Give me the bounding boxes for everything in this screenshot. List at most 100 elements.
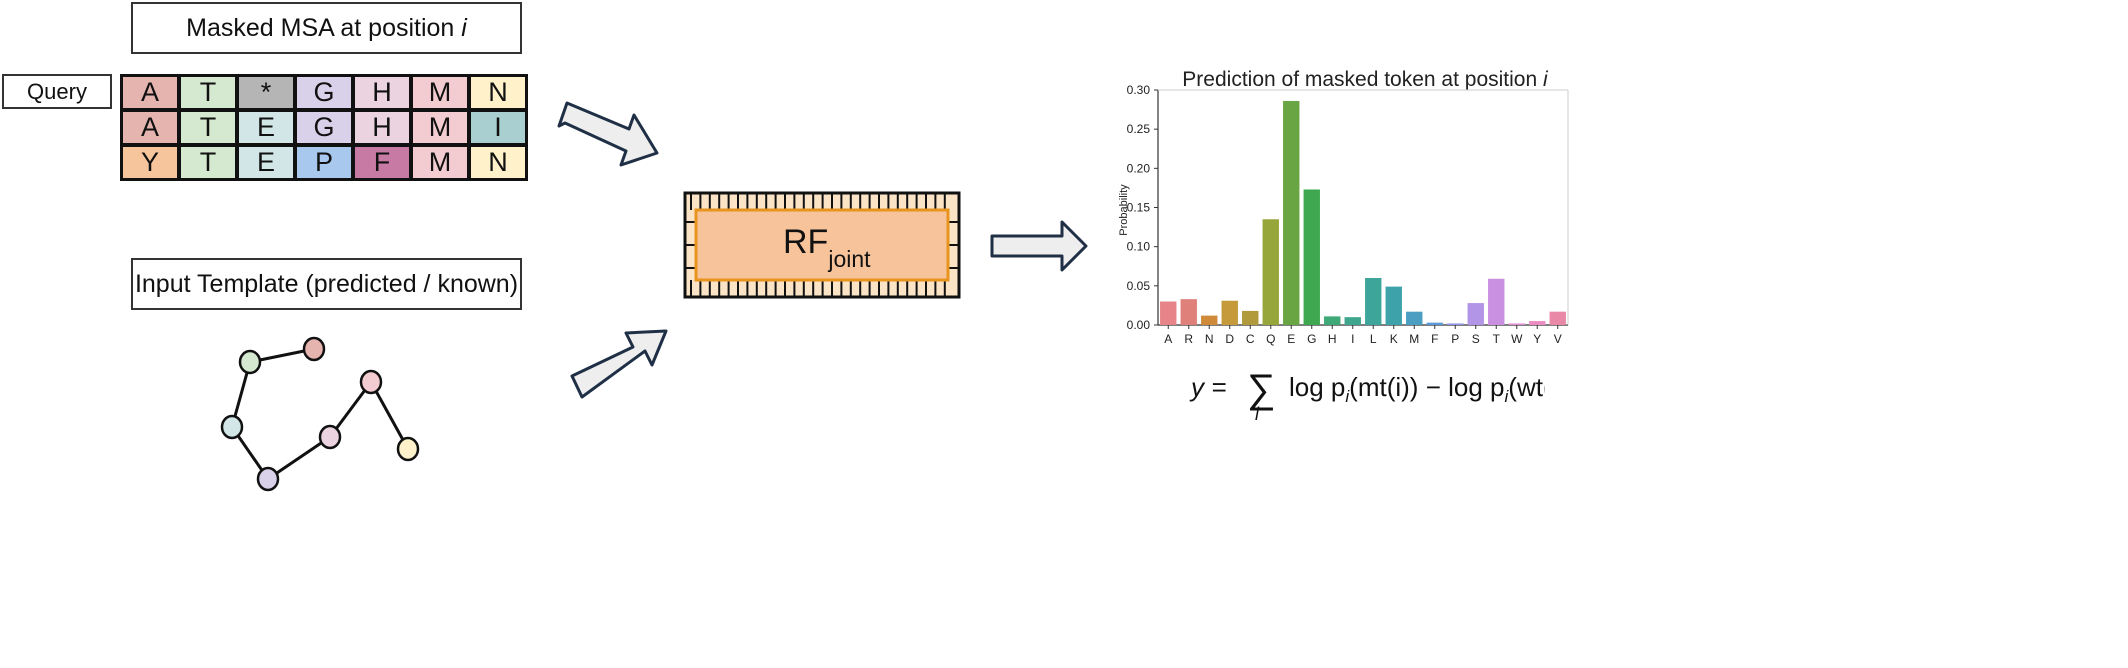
formula-sum-sub: i — [1255, 404, 1260, 424]
chart-ylabel: Probability — [1118, 184, 1130, 236]
msa-cell-r0-c2: * — [236, 74, 296, 111]
msa-cell-r2-c6: N — [468, 144, 528, 181]
chart-xtick-label: S — [1472, 332, 1480, 346]
chart-bar-W — [1508, 323, 1525, 325]
arrow-rf-to-chart — [990, 220, 1088, 272]
svg-text:log pi(mt(i)) − log pi(wt(i)): log pi(mt(i)) − log pi(wt(i)) — [1289, 372, 1545, 406]
chart-xtick-label: N — [1205, 332, 1214, 346]
chart-ytick-label: 0.10 — [1127, 240, 1151, 254]
chart-xtick-label: R — [1184, 332, 1193, 346]
arrow-template-to-rf — [570, 329, 668, 399]
chart-bar-C — [1242, 310, 1259, 325]
chart-ytick-label: 0.30 — [1127, 83, 1151, 97]
chart-bar-G — [1303, 189, 1320, 325]
score-formula: y = ∑ i log pi(mt(i)) − log pi(wt(i)) — [1189, 367, 1545, 424]
formula-term-a-sub: i — [1345, 387, 1350, 406]
chart-xtick-label: F — [1431, 332, 1438, 346]
graph-node-5 — [359, 369, 383, 395]
formula-sum: ∑ — [1247, 367, 1276, 411]
prediction-chart: Prediction of masked token at position i… — [1118, 68, 1569, 346]
rf-label: RFjoint — [783, 223, 871, 272]
chart-ytick-label: 0.00 — [1127, 318, 1151, 332]
formula-term-a-arg: (mt(i)) — [1349, 372, 1418, 402]
chart-bar-Y — [1529, 321, 1546, 325]
msa-cell-r0-c3: G — [294, 74, 354, 111]
chart-ytick-label: 0.20 — [1127, 161, 1151, 175]
query-label-box: Query — [2, 74, 112, 109]
chart-bar-D — [1221, 300, 1238, 325]
msa-cell-r1-c0: A — [120, 109, 180, 146]
msa-header-box: Masked MSA at position i — [131, 2, 522, 54]
chart-ytick-label: 0.25 — [1127, 122, 1151, 136]
chart-xtick-label: C — [1246, 332, 1255, 346]
graph-edge-3 — [267, 435, 331, 481]
query-label: Query — [27, 78, 87, 104]
chart-bar-M — [1406, 311, 1423, 325]
msa-cell-r1-c3: G — [294, 109, 354, 146]
chart-xtick-label: K — [1390, 332, 1398, 346]
template-header-label: Input Template (predicted / known) — [134, 269, 519, 298]
chart-bar-A — [1160, 301, 1177, 325]
chart-xtick-label: G — [1307, 332, 1316, 346]
chart-xtick-label: D — [1225, 332, 1234, 346]
chart-bar-N — [1201, 315, 1218, 325]
chart-bar-I — [1344, 317, 1361, 325]
chart-bar-E — [1283, 100, 1300, 325]
chart-title-var: i — [1543, 68, 1549, 91]
svg-text:y =: y = — [1189, 372, 1226, 402]
chart-title: Prediction of masked token at position i — [1182, 68, 1549, 91]
chart-xtick-label: I — [1351, 332, 1354, 346]
chart-xtick-label: Q — [1266, 332, 1275, 346]
msa-cell-r1-c5: M — [410, 109, 470, 146]
chart-ytick-label: 0.15 — [1127, 201, 1151, 215]
chart-xtick-label: E — [1287, 332, 1295, 346]
template-header-box: Input Template (predicted / known) — [131, 258, 522, 310]
msa-cell-r2-c3: P — [294, 144, 354, 181]
arrow-msa-to-rf — [557, 101, 659, 167]
formula-term-b: log p — [1448, 372, 1504, 402]
rf-label-sub: joint — [827, 246, 871, 272]
chart-bar-R — [1180, 299, 1197, 325]
rf-core — [694, 208, 950, 282]
msa-cell-r0-c4: H — [352, 74, 412, 111]
chart-xtick-label: P — [1451, 332, 1459, 346]
chart-xtick-label: T — [1493, 332, 1501, 346]
chart-ytick-label: 0.05 — [1127, 279, 1151, 293]
chart-xtick-label: H — [1328, 332, 1337, 346]
chart-bar-Q — [1262, 219, 1279, 325]
graph-node-3 — [256, 466, 280, 492]
chart-xtick-label: M — [1409, 332, 1419, 346]
chart-bar-P — [1447, 323, 1464, 325]
chart-xtick-label: W — [1511, 332, 1523, 346]
formula-term-b-sub: i — [1505, 387, 1510, 406]
chart-xtick-label: A — [1164, 332, 1172, 346]
chart-xtick-label: V — [1554, 332, 1562, 346]
msa-cell-r0-c5: M — [410, 74, 470, 111]
msa-cell-r2-c0: Y — [120, 144, 180, 181]
graph-node-1 — [302, 336, 326, 362]
graph-node-0 — [238, 349, 262, 375]
formula-minus: − — [1418, 372, 1448, 402]
graph-node-4 — [318, 424, 342, 450]
chart-bar-H — [1324, 316, 1341, 325]
chart-bar-V — [1549, 311, 1566, 325]
chart-bar-L — [1365, 278, 1382, 325]
chart-xtick-label: Y — [1533, 332, 1541, 346]
formula-term-b-arg: (wt(i)) — [1508, 372, 1545, 402]
chart-bar-T — [1488, 278, 1505, 325]
graph-node-2 — [220, 414, 244, 440]
formula-term-a: log p — [1289, 372, 1345, 402]
msa-header-label: Masked MSA at position — [186, 13, 462, 42]
msa-header-position-var: i — [461, 13, 467, 42]
graph-node-6 — [396, 436, 420, 462]
chart-bar-S — [1467, 303, 1484, 325]
chart-bar-F — [1426, 322, 1443, 325]
graph-edge-5 — [369, 381, 410, 450]
chart-bar-K — [1385, 286, 1402, 325]
formula-lhs: y = — [1189, 372, 1226, 402]
rf-joint-block: RFjoint — [683, 191, 961, 299]
chart-xtick-label: L — [1370, 332, 1377, 346]
